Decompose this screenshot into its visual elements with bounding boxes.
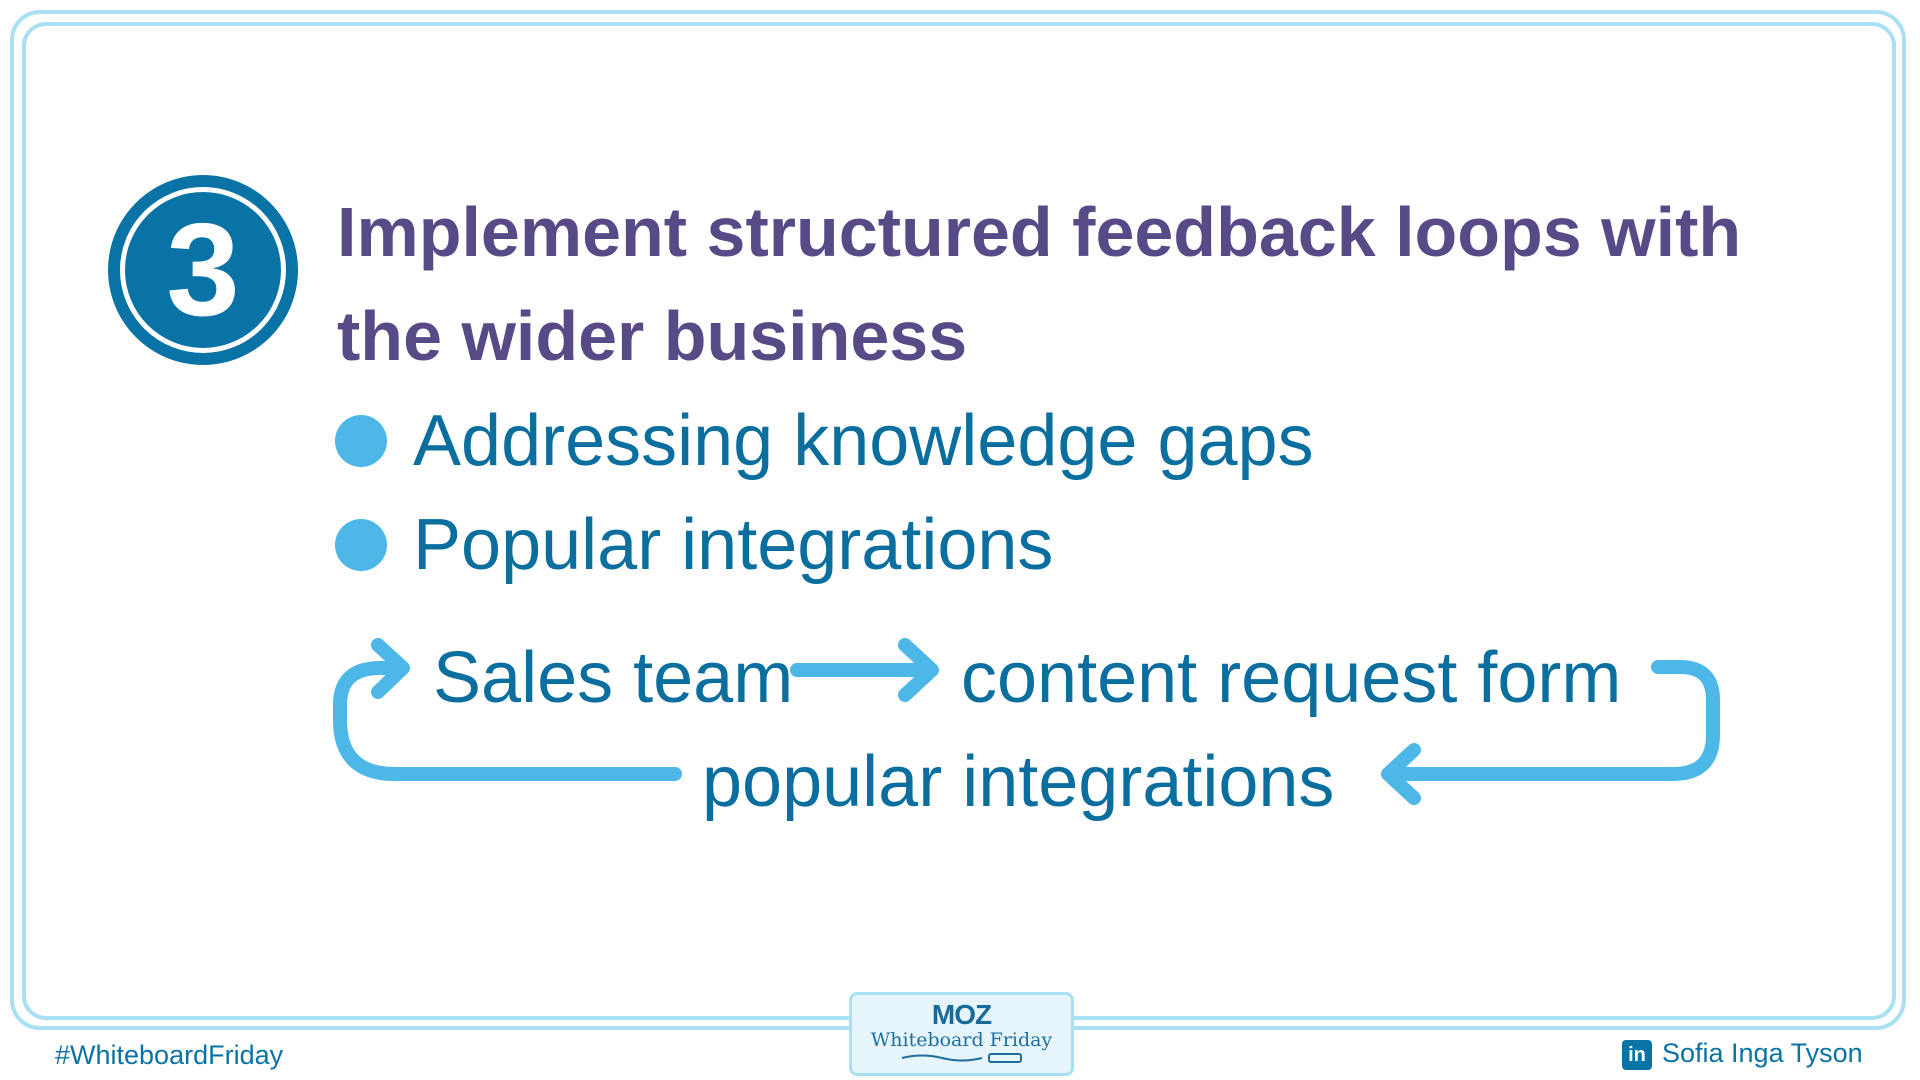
bullet-item: Addressing knowledge gaps xyxy=(335,400,1314,482)
logo-series: Whiteboard Friday xyxy=(870,1029,1053,1051)
step-number-badge: 3 xyxy=(108,175,298,365)
badge-ring xyxy=(120,187,286,353)
moz-whiteboard-friday-logo: MOZ Whiteboard Friday xyxy=(849,992,1074,1076)
bullet-dot-icon xyxy=(335,519,387,571)
bullet-text: Popular integrations xyxy=(413,505,1054,585)
loop-arrow-left xyxy=(333,661,682,781)
hashtag: #WhiteboardFriday xyxy=(55,1040,284,1070)
loop-arrow-right xyxy=(1383,660,1720,781)
step-number: 3 xyxy=(166,196,240,343)
bullet-text: Addressing knowledge gaps xyxy=(413,401,1314,481)
author-name: Sofia Inga Tyson xyxy=(1662,1038,1863,1068)
loop-arrowhead-right-icon xyxy=(1381,743,1421,805)
bullet-dot-icon xyxy=(335,415,387,467)
marker-icon xyxy=(901,1053,1022,1063)
linkedin-icon: in xyxy=(1622,1040,1652,1070)
bullet-item: Popular integrations xyxy=(335,504,1053,586)
flow-sales-team: Sales team xyxy=(433,638,794,718)
slide-title: Implement structured feedback loops with… xyxy=(337,193,1742,375)
loop-arrowhead-left-icon xyxy=(371,638,410,699)
arrow-sales-to-form-head-icon xyxy=(898,638,939,702)
flow-content-request-form: content request form xyxy=(961,638,1622,718)
flow-popular-integrations: popular integrations xyxy=(702,742,1335,822)
logo-brand: MOZ xyxy=(931,999,992,1030)
